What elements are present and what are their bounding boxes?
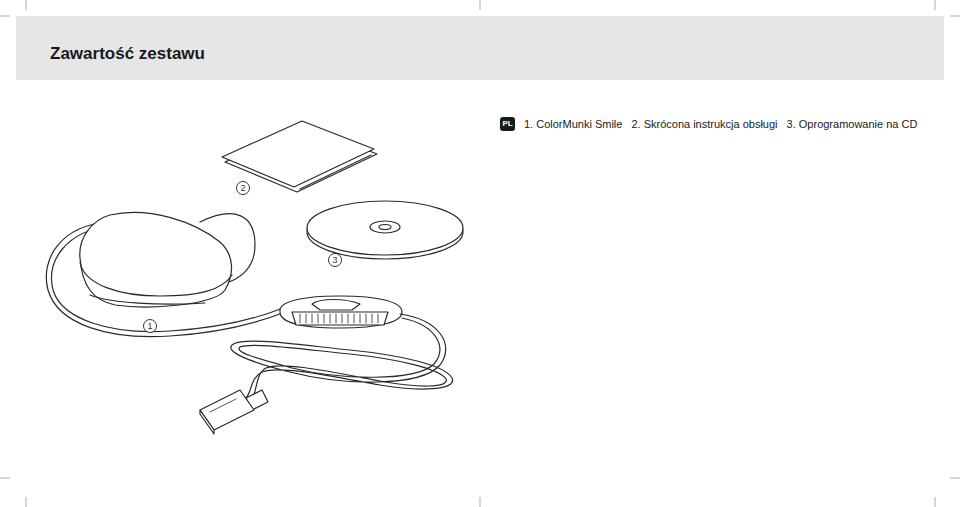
callout-number: 1: [147, 322, 152, 331]
part-name: 1. ColorMunki Smile: [524, 118, 622, 130]
part-name: 2. Skrócona instrukcja obsługi: [631, 118, 777, 130]
software-cd: [307, 201, 463, 259]
cable-clip: [280, 296, 402, 328]
callout-number: 3: [332, 256, 337, 265]
badge-text: PL: [502, 120, 512, 128]
usb-cable-coil: [231, 314, 453, 400]
page-title: Zawartość zestawu: [50, 44, 205, 64]
title-bar: [16, 16, 944, 80]
callout-circle: 2: [236, 181, 250, 195]
callout-number: 2: [240, 184, 245, 193]
language-badge: PL: [500, 117, 515, 131]
usb-plug: [200, 390, 268, 434]
colormunki-device: [80, 212, 232, 306]
callout-circle: 3: [328, 253, 342, 267]
part-name: 3. Oprogramowanie na CD: [787, 118, 918, 130]
parts-list: PL 1. ColorMunki Smile 2. Skrócona instruk…: [500, 117, 917, 131]
callout-circle: 1: [143, 319, 157, 333]
